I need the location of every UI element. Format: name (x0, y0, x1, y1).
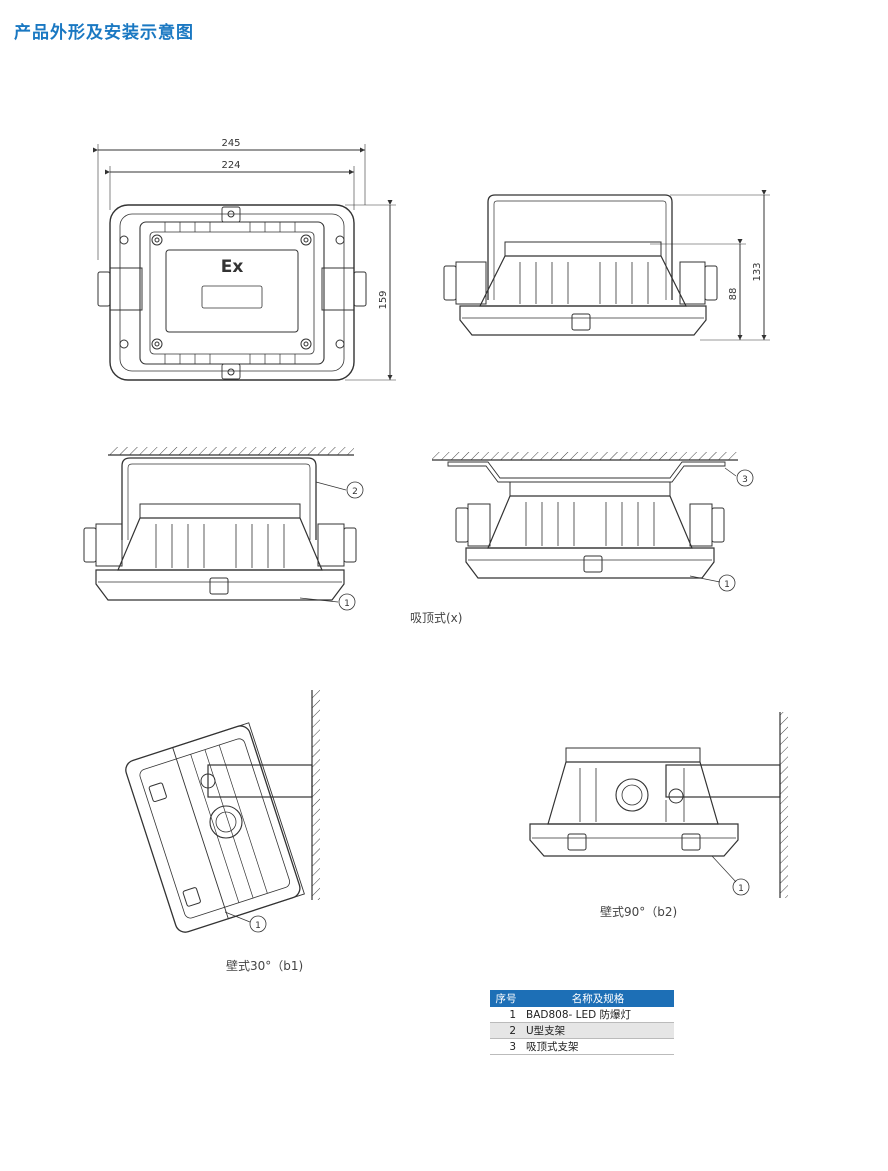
callout-1b: 1 (724, 580, 730, 590)
wall-mount-90-deg (529, 712, 788, 898)
callout-1c: 1 (255, 921, 261, 931)
caption-ceiling: 吸顶式(x) (410, 611, 463, 625)
ex-plate-label: Ex (221, 257, 244, 277)
dim-label-159: 159 (378, 290, 389, 309)
row-name: U型支架 (522, 1022, 674, 1039)
header-name: 名称及规格 (522, 990, 674, 1007)
row-no: 2 (490, 1022, 522, 1039)
table-row: 1 BAD808- LED 防爆灯 (490, 1007, 674, 1023)
ceiling-mount-u-bracket (83, 447, 364, 611)
parts-table-header: 序号 名称及规格 (490, 990, 674, 1007)
table-row: 2 U型支架 (490, 1022, 674, 1039)
callout-1a: 1 (344, 599, 350, 609)
parts-table: 序号 名称及规格 1 BAD808- LED 防爆灯 2 U型支架 3 吸顶式支… (490, 990, 674, 1055)
callout-1d: 1 (738, 884, 744, 894)
page-title: 产品外形及安装示意图 (14, 23, 194, 43)
dim-label-133: 133 (752, 262, 763, 281)
wall-mount-30-deg (125, 690, 320, 933)
row-name: BAD808- LED 防爆灯 (522, 1007, 674, 1023)
row-name: 吸顶式支架 (522, 1038, 674, 1055)
row-no: 1 (490, 1007, 522, 1023)
callout-2: 2 (352, 487, 358, 497)
header-no: 序号 (490, 990, 522, 1007)
table-row: 3 吸顶式支架 (490, 1038, 674, 1055)
dim-label-245: 245 (221, 138, 240, 149)
side-view (443, 190, 770, 341)
caption-wall90: 壁式90°（b2) (600, 905, 678, 919)
caption-wall30: 壁式30°（b1) (226, 959, 304, 973)
callout-3: 3 (742, 475, 748, 485)
front-view (93, 144, 396, 381)
row-no: 3 (490, 1038, 522, 1055)
dim-label-224: 224 (221, 160, 240, 171)
ceiling-mount-flat-bracket (432, 452, 754, 592)
dim-label-88: 88 (728, 288, 739, 301)
